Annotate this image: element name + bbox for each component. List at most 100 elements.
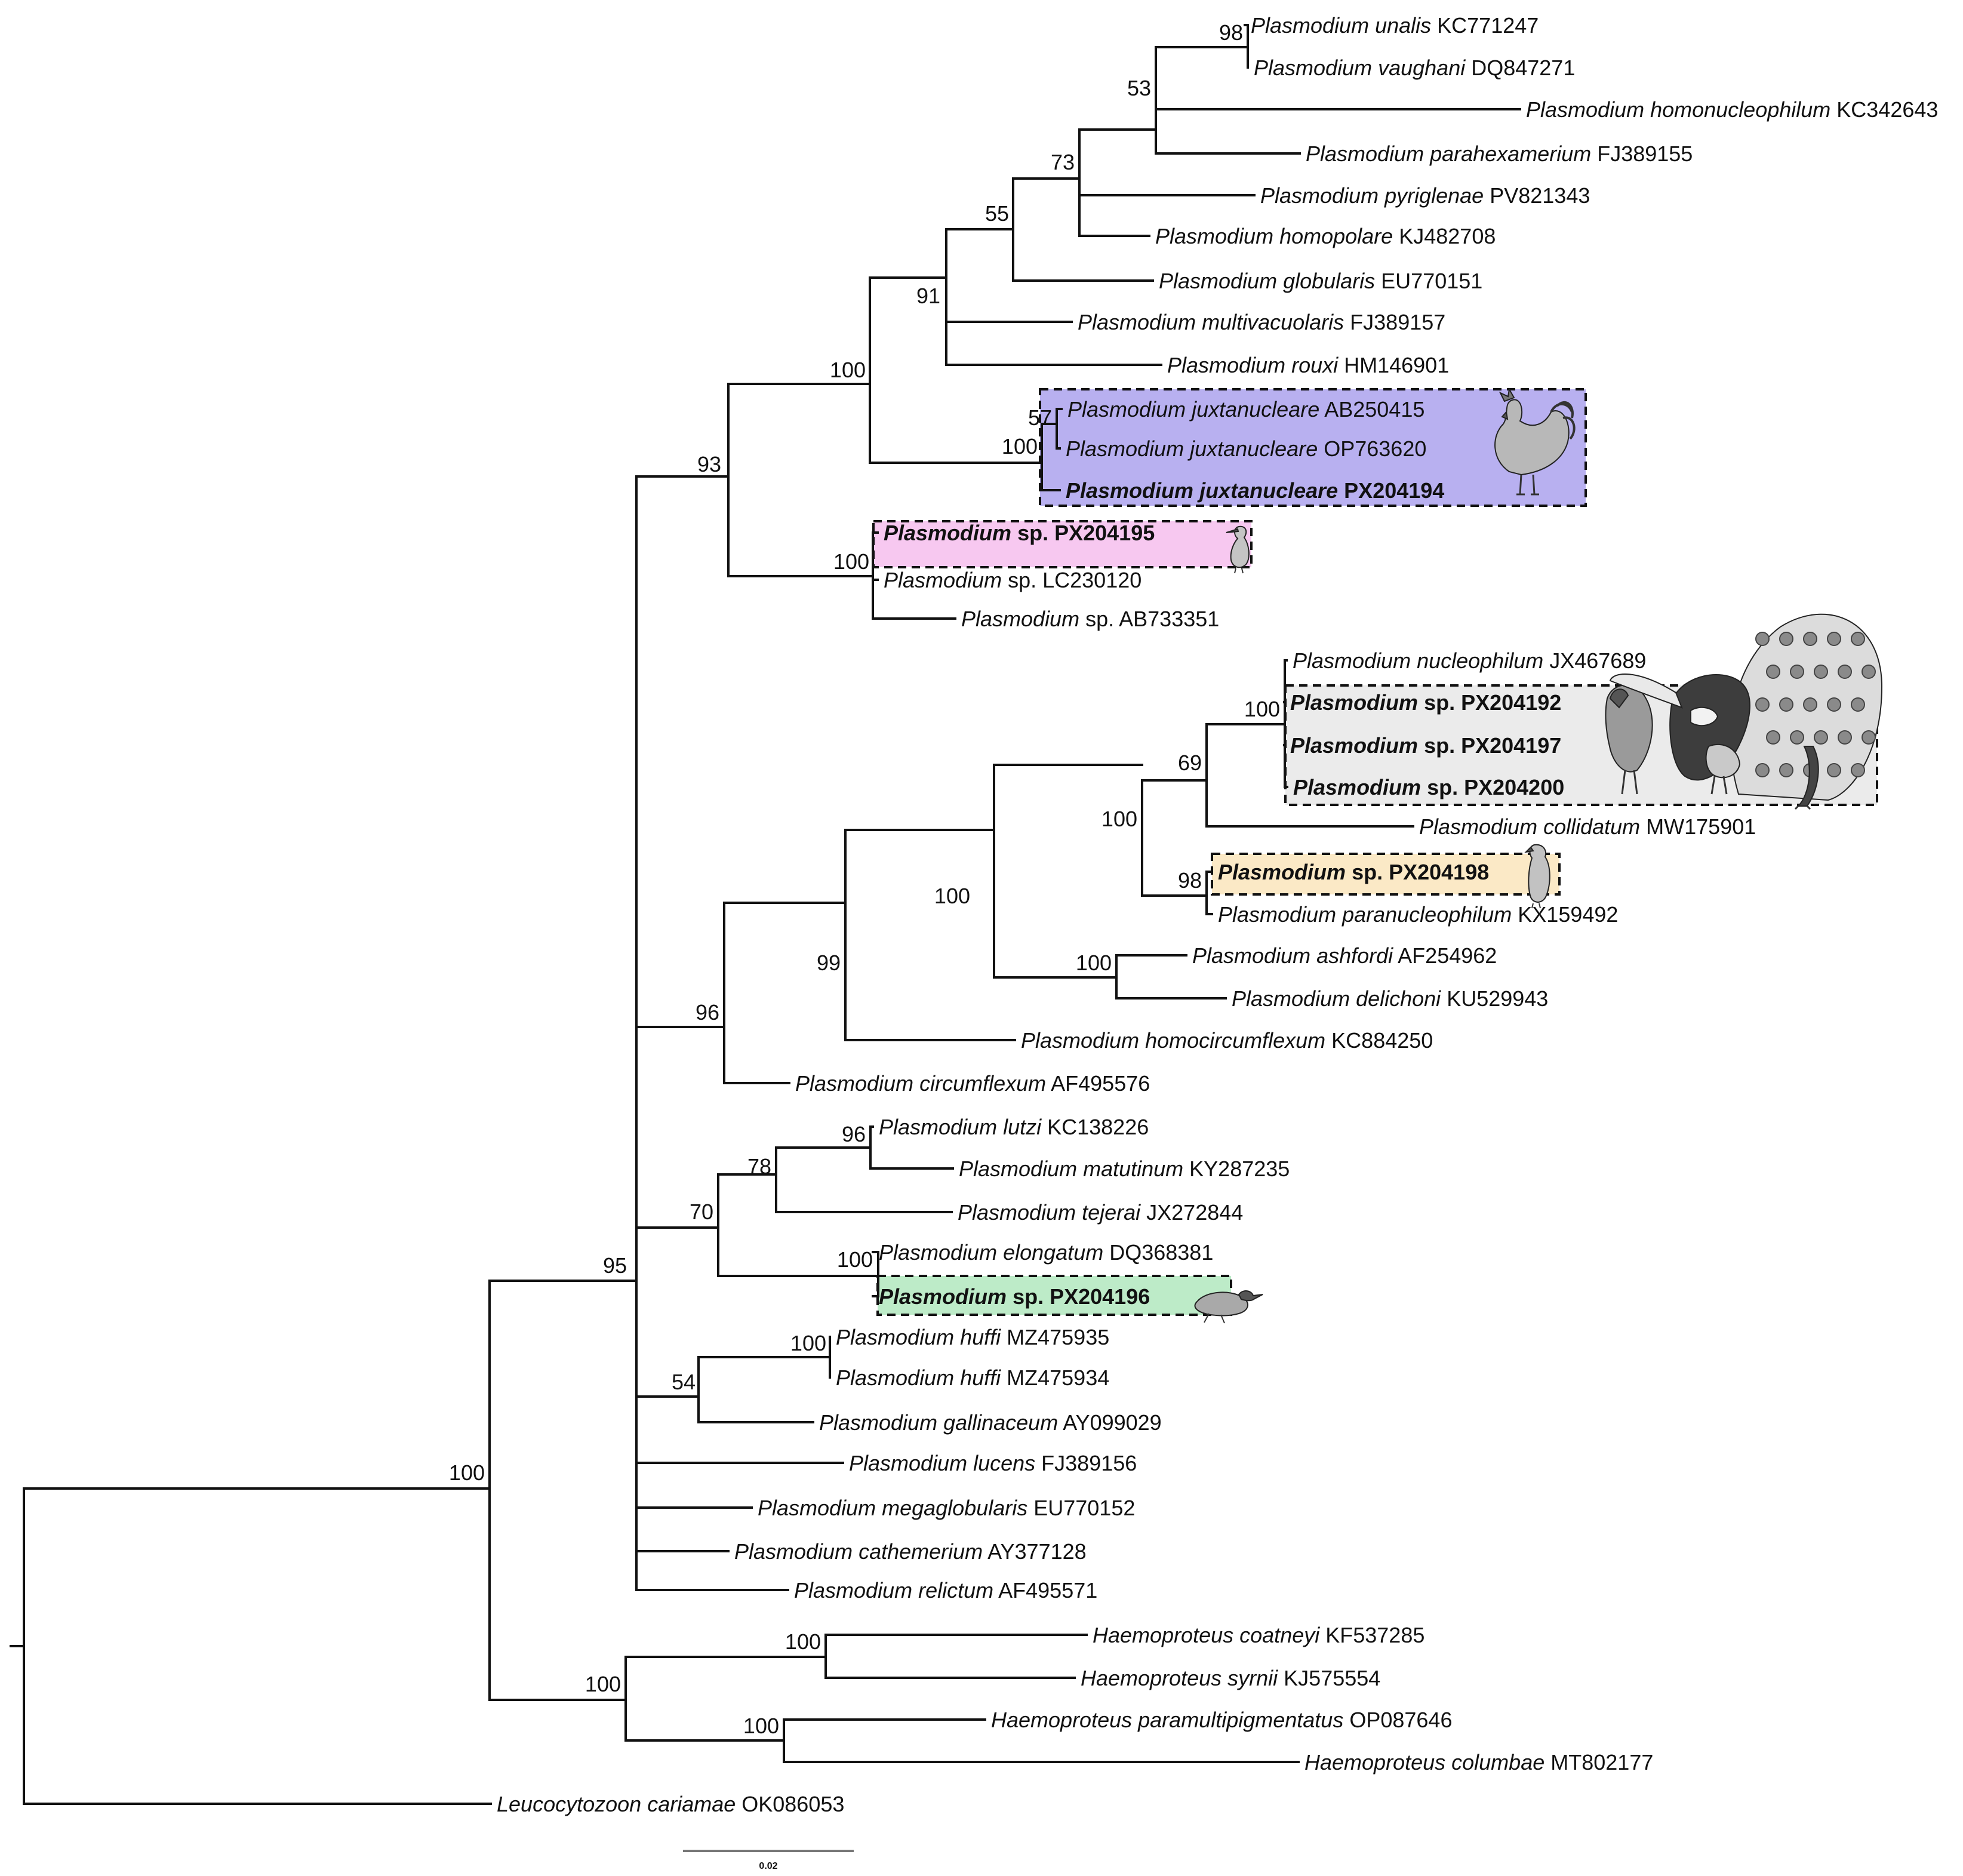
tip-genus: Plasmodium bbox=[879, 1284, 1007, 1309]
tip-genus: Plasmodium bbox=[819, 1410, 937, 1435]
tip-accession: OP763620 bbox=[1318, 436, 1426, 461]
tip-label: Plasmodium circumflexum AF495576 bbox=[795, 1071, 1150, 1096]
clade-box-px204198 bbox=[1211, 853, 1561, 896]
tip-label: Plasmodium matutinum KY287235 bbox=[959, 1157, 1290, 1181]
support-value: 54 bbox=[672, 1370, 696, 1394]
tip-species: juxtanucleare bbox=[1186, 397, 1319, 422]
tip-accession: OK086053 bbox=[736, 1792, 844, 1816]
tip-species: vaughani bbox=[1372, 56, 1466, 80]
support-value: 99 bbox=[817, 951, 841, 975]
tip-label: Plasmodium huffi MZ475934 bbox=[836, 1366, 1109, 1390]
tip-accession: PX204196 bbox=[1044, 1284, 1150, 1309]
tip-genus: Plasmodium bbox=[1293, 775, 1421, 799]
tip-label: Plasmodium homonucleophilum KC342643 bbox=[1526, 97, 1938, 122]
tip-label: Plasmodium parahexamerium FJ389155 bbox=[1306, 142, 1693, 166]
tip-species: unalis bbox=[1369, 13, 1431, 38]
tip-label: Plasmodium homocircumflexum KC884250 bbox=[1021, 1028, 1433, 1053]
tip-accession: PV821343 bbox=[1484, 183, 1590, 208]
tip-species: elongatum bbox=[997, 1240, 1103, 1265]
tip-genus: Leucocytozoon bbox=[497, 1792, 641, 1816]
tip-label: Plasmodium homopolare KJ482708 bbox=[1155, 224, 1496, 248]
tip-genus: Plasmodium bbox=[959, 1157, 1077, 1181]
tip-genus: Plasmodium bbox=[1260, 183, 1379, 208]
tip-species: circumflexum bbox=[913, 1071, 1046, 1096]
tip-label: Plasmodium sp. AB733351 bbox=[961, 607, 1219, 631]
tip-accession: PX204200 bbox=[1458, 775, 1564, 799]
support-value: 100 bbox=[743, 1714, 779, 1738]
tip-genus: Plasmodium bbox=[1078, 310, 1196, 334]
tip-accession: OP087646 bbox=[1343, 1708, 1452, 1732]
tip-label: Plasmodium rouxi HM146901 bbox=[1167, 353, 1449, 377]
tip-accession: JX272844 bbox=[1140, 1200, 1243, 1225]
tip-species: matutinum bbox=[1077, 1157, 1183, 1181]
tip-genus: Plasmodium bbox=[734, 1539, 853, 1564]
tip-label: Plasmodium juxtanucleare PX204194 bbox=[1066, 478, 1444, 503]
tip-genus: Plasmodium bbox=[1192, 943, 1310, 968]
tip-label: Plasmodium cathemerium AY377128 bbox=[734, 1539, 1087, 1564]
tip-species: globularis bbox=[1277, 269, 1375, 293]
tip-accession: DQ368381 bbox=[1103, 1240, 1213, 1265]
tip-label: Plasmodium lucens FJ389156 bbox=[849, 1451, 1137, 1475]
tip-label: Plasmodium tejerai JX272844 bbox=[958, 1200, 1243, 1225]
support-value: 100 bbox=[830, 358, 866, 382]
tip-species: homopolare bbox=[1273, 224, 1393, 248]
tip-genus: Plasmodium bbox=[1232, 986, 1350, 1011]
tip-species: lutzi bbox=[997, 1115, 1042, 1139]
support-value: 57 bbox=[1028, 405, 1052, 430]
tip-accession: AB250415 bbox=[1319, 397, 1424, 422]
support-value: 98 bbox=[1219, 20, 1243, 45]
tip-species: gallinaceum bbox=[937, 1410, 1058, 1435]
tip-species: paranucleophilum bbox=[1336, 902, 1512, 927]
tip-genus: Plasmodium bbox=[1159, 269, 1277, 293]
tip-species: delichoni bbox=[1350, 986, 1441, 1011]
rooster-icon bbox=[1494, 387, 1576, 496]
tip-accession: MZ475934 bbox=[1001, 1366, 1109, 1390]
tip-label: Plasmodium relictum AF495571 bbox=[794, 1578, 1097, 1603]
tip-label: Plasmodium multivacuolaris FJ389157 bbox=[1078, 310, 1445, 334]
tip-genus: Plasmodium bbox=[879, 1240, 997, 1265]
support-value: 96 bbox=[842, 1122, 866, 1146]
heron-icon bbox=[1226, 525, 1250, 574]
tip-genus: Plasmodium bbox=[1167, 353, 1285, 377]
tip-species: sp. bbox=[1007, 1284, 1044, 1309]
support-value: 55 bbox=[985, 201, 1009, 226]
support-value: 95 bbox=[603, 1253, 627, 1278]
tip-label: Plasmodium delichoni KU529943 bbox=[1232, 986, 1548, 1011]
tip-accession: HM146901 bbox=[1338, 353, 1449, 377]
tip-accession: PX204197 bbox=[1455, 733, 1561, 758]
tip-genus: Haemoproteus bbox=[1304, 1750, 1445, 1774]
tip-species: sp. bbox=[1418, 690, 1455, 715]
tip-species: sp. bbox=[1346, 860, 1383, 884]
tip-accession: KC771247 bbox=[1431, 13, 1539, 38]
toucan-parrot-peacock-icon bbox=[1605, 613, 1883, 810]
tip-genus: Plasmodium bbox=[1290, 733, 1418, 758]
support-value: 78 bbox=[747, 1154, 771, 1179]
tip-label: Leucocytozoon cariamae OK086053 bbox=[497, 1792, 844, 1816]
tip-genus: Plasmodium bbox=[1251, 13, 1369, 38]
support-value: 70 bbox=[690, 1200, 713, 1224]
tip-label: Plasmodium unalis KC771247 bbox=[1251, 13, 1539, 38]
tip-accession: PX204192 bbox=[1455, 690, 1561, 715]
tip-genus: Plasmodium bbox=[1254, 56, 1372, 80]
tip-label: Plasmodium juxtanucleare OP763620 bbox=[1066, 436, 1426, 461]
tip-species: sp. bbox=[1418, 733, 1455, 758]
tip-label: Plasmodium sp. PX204195 bbox=[884, 521, 1155, 545]
tip-species: sp. bbox=[1002, 568, 1036, 592]
tip-species: huffi bbox=[954, 1366, 1001, 1390]
tip-species: sp. bbox=[1011, 521, 1048, 545]
tip-accession: PX204198 bbox=[1383, 860, 1489, 884]
tip-species: tejerai bbox=[1076, 1200, 1141, 1225]
tip-accession: KX159492 bbox=[1512, 902, 1618, 927]
support-value: 100 bbox=[1076, 951, 1112, 975]
tip-accession: DQ847271 bbox=[1465, 56, 1575, 80]
clade-box-px204195 bbox=[872, 520, 1253, 568]
tip-label: Plasmodium vaughani DQ847271 bbox=[1254, 56, 1575, 80]
tip-species: juxtanucleare bbox=[1193, 478, 1338, 503]
tip-species: pyriglenae bbox=[1379, 183, 1484, 208]
tip-label: Plasmodium pyriglenae PV821343 bbox=[1260, 183, 1590, 208]
tip-accession: FJ389157 bbox=[1344, 310, 1445, 334]
tip-genus: Plasmodium bbox=[836, 1366, 954, 1390]
tip-species: sp. bbox=[1079, 607, 1114, 631]
tip-genus: Plasmodium bbox=[1218, 902, 1336, 927]
tip-genus: Plasmodium bbox=[884, 568, 1002, 592]
